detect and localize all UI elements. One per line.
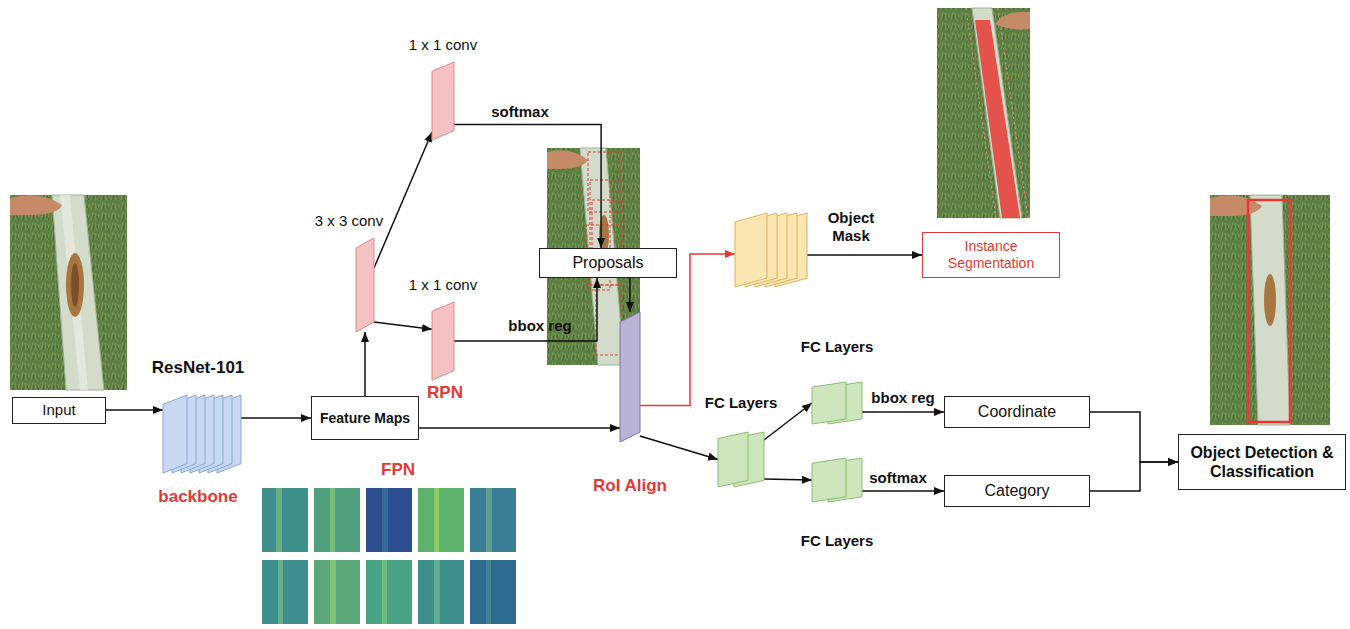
conv-layer: 3 x 3 conv — [356, 238, 374, 332]
layer-slab — [812, 382, 846, 424]
proposals-box: Proposals — [539, 248, 677, 278]
connector — [1090, 412, 1178, 462]
layer-slab — [812, 458, 846, 502]
layer-slab — [735, 213, 767, 287]
layer-label: RoI Align — [593, 476, 667, 496]
layer-slab — [163, 395, 187, 473]
layer-shape — [163, 395, 241, 473]
layer-shape — [432, 302, 454, 380]
connector — [862, 490, 944, 492]
layer-label: FC Layers — [801, 338, 874, 356]
edge-label: softmax — [491, 103, 549, 121]
input-box: Input — [12, 397, 106, 424]
layer-slab — [718, 432, 748, 487]
connector — [419, 427, 620, 429]
connector — [454, 124, 601, 248]
box-text: Input — [42, 401, 75, 419]
output-box: Coordinate — [944, 396, 1090, 428]
input-photo — [10, 195, 127, 390]
connector — [862, 411, 944, 413]
layer-shape — [812, 458, 862, 502]
layer-slab — [356, 238, 374, 332]
layer-shape — [812, 382, 862, 424]
feature-map-thumbnails — [262, 488, 516, 624]
layer-label: FC Layers — [705, 394, 778, 412]
layer-shape — [735, 213, 807, 287]
connector — [374, 322, 432, 329]
connector — [640, 436, 718, 460]
feature-maps-box: Feature Maps — [311, 396, 419, 440]
layer-label: Object Mask — [819, 209, 883, 245]
fc-layers: FC Layers — [718, 432, 764, 487]
conv-layer: 1 x 1 conv — [432, 62, 454, 140]
roi-align-layer: RoI Align — [620, 312, 640, 442]
box-text: Category — [985, 481, 1050, 500]
layer-label: 3 x 3 conv — [315, 212, 383, 230]
box-text: Proposals — [572, 253, 643, 272]
box-text: Instance Segmentation — [936, 238, 1046, 272]
fc-layers: FC Layers — [812, 382, 862, 424]
edge-label: bbox reg — [871, 389, 934, 407]
layer-shape — [718, 432, 764, 487]
connector — [241, 417, 311, 419]
layer-shape — [356, 238, 374, 332]
result-box: Object Detection & Classification — [1178, 434, 1346, 490]
layer-label: FC Layers — [801, 532, 874, 550]
layer-slab — [620, 312, 640, 442]
section-label: FPN — [381, 460, 415, 480]
edge-label: bbox reg — [508, 317, 571, 335]
conv-layer: 1 x 1 conv — [432, 302, 454, 380]
backbone-layers: ResNet-101backbone — [163, 395, 241, 473]
edge-label: softmax — [869, 469, 927, 487]
layer-shape — [620, 312, 640, 442]
layer-label: ResNet-101 — [152, 358, 245, 378]
layer-shape — [432, 62, 454, 140]
layer-label: 1 x 1 conv — [409, 276, 477, 294]
layer-slab — [432, 62, 454, 140]
layer-slab — [432, 302, 454, 380]
layer-label: 1 x 1 conv — [409, 36, 477, 54]
fc-layers: FC Layers — [812, 458, 862, 502]
output-photo — [1210, 195, 1330, 425]
layer-label: backbone — [158, 487, 237, 507]
segmentation-photo — [937, 8, 1030, 218]
connector — [1090, 462, 1178, 491]
connector — [106, 409, 163, 411]
connector — [764, 479, 812, 480]
output-box: Category — [944, 475, 1090, 507]
instance-segmentation-box: Instance Segmentation — [922, 232, 1060, 278]
mask-head-layers: Object Mask — [735, 213, 807, 287]
box-text: Object Detection & Classification — [1187, 443, 1337, 481]
connector — [364, 332, 366, 396]
section-label: RPN — [427, 383, 463, 403]
connector — [374, 132, 432, 268]
connector — [807, 254, 922, 256]
connector — [629, 278, 631, 312]
box-text: Coordinate — [978, 402, 1056, 421]
box-text: Feature Maps — [320, 410, 410, 427]
